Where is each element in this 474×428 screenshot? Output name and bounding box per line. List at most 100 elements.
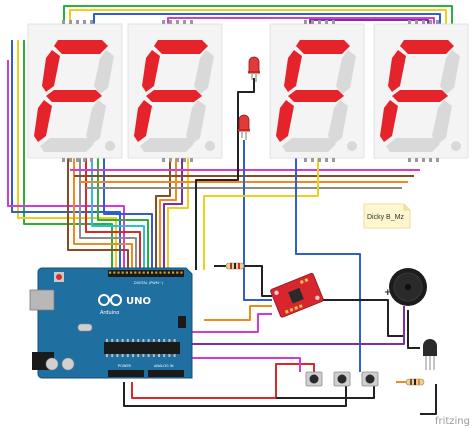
analog-label: ANALOG IN: [154, 364, 174, 368]
chip-pin: [132, 339, 134, 342]
segment-c: [432, 100, 452, 144]
chip-pin: [158, 339, 160, 342]
wire-yellow-right: [203, 158, 319, 270]
display-pin: [83, 158, 86, 162]
npn-transistor: [423, 339, 437, 370]
crystal: [77, 323, 93, 332]
seven-segment-displays: [27, 20, 469, 162]
led-rim: [248, 71, 260, 74]
segment-f: [284, 50, 302, 92]
chip-pin: [152, 354, 155, 357]
segment-c: [186, 100, 206, 144]
segment-d: [386, 138, 440, 152]
resistor-2: [405, 378, 425, 386]
red-breakout-board: [270, 272, 324, 318]
push-button-2[interactable]: [333, 371, 351, 387]
chip-pin: [142, 354, 145, 357]
chip-pin: [111, 339, 114, 342]
display-pin: [76, 20, 79, 24]
resistor-band: [234, 263, 236, 269]
analog-header: [148, 370, 184, 377]
author-note: Dicky B_Mz: [363, 203, 411, 229]
header-pin: [172, 271, 175, 274]
wire-black-bottom-2: [276, 382, 375, 399]
header-pin: [151, 271, 154, 274]
button-cap: [309, 374, 319, 384]
led-body: [238, 114, 250, 131]
chip-pin: [142, 339, 145, 342]
header-pin: [142, 271, 145, 274]
segment-a: [154, 40, 208, 54]
chip-pin: [168, 339, 171, 342]
fritzing-watermark: fritzing: [435, 416, 470, 427]
display-pin: [83, 20, 86, 24]
display-pin: [169, 158, 172, 162]
chip-pins: [106, 339, 176, 357]
header-pin: [167, 271, 170, 274]
display-pin: [429, 20, 432, 24]
pin-header-label: DIGITAL (PWM~): [134, 281, 164, 285]
header-pin: [146, 271, 149, 274]
chip-pin: [163, 339, 166, 342]
segment-a: [400, 40, 454, 54]
segment-c: [86, 100, 106, 144]
digital-pins: [109, 271, 183, 274]
header-pin: [134, 271, 137, 274]
header-pin: [117, 271, 120, 274]
arduino-logo-left: [98, 294, 110, 306]
segment-e: [134, 100, 152, 142]
arduino-uno-board: DIGITAL (PWM~) UNO Arduino POWER ANALOG …: [29, 267, 193, 379]
chip-pin: [173, 354, 176, 357]
wire-black-transistor: [420, 384, 437, 415]
chip-pin: [116, 339, 119, 342]
chip-pin: [106, 339, 108, 342]
display-pin: [176, 158, 179, 162]
arduino-logo-right: [110, 294, 122, 306]
wire-green-top: [63, 5, 453, 36]
display-pin: [325, 158, 328, 162]
resistor-band: [238, 263, 240, 269]
seven-segment-digit-1: [27, 20, 123, 162]
capacitor-1: [45, 357, 59, 371]
display-pin: [304, 158, 307, 162]
digital-header: [108, 270, 184, 277]
display-pin: [169, 20, 172, 24]
button-cap: [365, 374, 375, 384]
chip-pin: [116, 354, 119, 357]
segment-a: [296, 40, 350, 54]
resistor-1: [225, 262, 245, 270]
display-pin: [76, 158, 79, 162]
header-pin: [176, 271, 179, 274]
display-pin: [332, 20, 335, 24]
board-brand-label: Arduino: [100, 310, 119, 316]
header-pin: [109, 271, 112, 274]
push-button-3[interactable]: [361, 371, 379, 387]
chip-pin: [106, 354, 108, 357]
resistor-band: [230, 263, 232, 269]
chip-pin: [168, 354, 171, 357]
push-button-1[interactable]: [305, 371, 323, 387]
segment-e: [276, 100, 294, 142]
note-text: Dicky B_Mz: [367, 214, 404, 221]
wire-black-buzzer: [407, 310, 420, 349]
header-pin: [163, 271, 166, 274]
chip-pin: [158, 354, 160, 357]
display-pin: [304, 20, 307, 24]
chip-pin: [111, 354, 114, 357]
chip-pin: [147, 339, 150, 342]
display-pin: [162, 20, 165, 24]
wire-black-bottom: [123, 380, 347, 407]
chip-pin: [137, 354, 140, 357]
segment-g: [46, 90, 102, 102]
display-pin: [69, 20, 72, 24]
wire-red-1: [85, 158, 141, 268]
seven-segment-digit-4: [373, 20, 469, 162]
wire-gray-1: [79, 158, 137, 268]
chip-pin: [173, 339, 176, 342]
board-pcb: [37, 267, 193, 379]
wire-magenta-bottom: [186, 357, 301, 372]
segment-f: [42, 50, 60, 92]
segment-a: [54, 40, 108, 54]
chip-pin: [147, 354, 150, 357]
